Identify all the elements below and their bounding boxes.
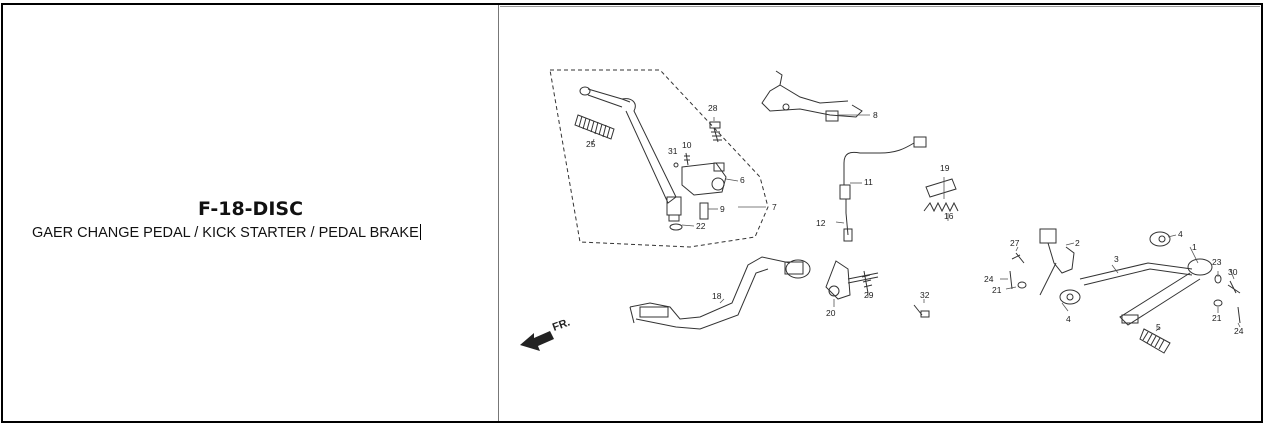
part-label-24b: 24	[1234, 326, 1244, 336]
part-label-31: 31	[668, 146, 678, 156]
bolt-30	[1227, 280, 1241, 294]
part-label-6: 6	[740, 175, 745, 185]
part-label-21a: 21	[992, 285, 1002, 295]
front-direction-arrow: FR.	[520, 316, 572, 351]
clip-24b	[1237, 306, 1241, 324]
part-label-4b: 4	[1066, 314, 1071, 324]
spring-16	[923, 201, 959, 213]
part-label-5: 5	[1156, 322, 1161, 332]
part-label-12: 12	[816, 218, 826, 228]
page-subtitle: GAER CHANGE PEDAL / KICK STARTER / PEDAL…	[32, 224, 421, 241]
panel-divider	[498, 5, 499, 421]
part-label-21b: 21	[1212, 313, 1222, 323]
part-label-3: 3	[1114, 254, 1119, 264]
part-label-22: 22	[696, 221, 706, 231]
joint-4-upper	[1149, 231, 1171, 247]
part-label-4a: 4	[1178, 229, 1183, 239]
part-label-8: 8	[873, 110, 878, 120]
washer-21a	[1017, 281, 1027, 289]
kick-pin	[699, 202, 709, 220]
bracket-8	[761, 70, 863, 122]
part-label-9: 9	[720, 204, 725, 214]
text-cursor	[419, 224, 421, 240]
part-label-27: 27	[1010, 238, 1020, 248]
diagram-top-rule	[500, 6, 1260, 7]
sleeve-19	[925, 178, 957, 198]
part-label-10: 10	[682, 140, 692, 150]
part-label-25: 25	[586, 139, 596, 149]
direction-arrow-icon	[520, 331, 554, 351]
pedal-rubber-5	[1139, 328, 1171, 354]
page-title: F-18-DISC	[197, 198, 304, 220]
bolt-27	[1011, 252, 1025, 264]
part-label-19: 19	[940, 163, 950, 173]
outer-frame	[1, 3, 1263, 423]
part-label-32: 32	[920, 290, 930, 300]
parts-diagram: FR. 25 28 31 10 6 9 7 22 8 11 12 19 16 1…	[520, 69, 1244, 354]
part-label-2: 2	[1075, 238, 1080, 248]
part-number-labels: 25 28 31 10 6 9 7 22 8 11 12 19 16 18 29…	[586, 103, 1244, 336]
bolt-28	[709, 121, 722, 143]
part-label-29: 29	[864, 290, 874, 300]
part-label-24a: 24	[984, 274, 994, 284]
part-label-30: 30	[1228, 267, 1238, 277]
part-label-18: 18	[712, 291, 722, 301]
change-pedal-1	[1119, 258, 1213, 326]
kick-starter-group-outline	[549, 69, 769, 248]
joint-4-lower	[1059, 289, 1081, 305]
part-label-1: 1	[1192, 242, 1197, 252]
part-label-16: 16	[944, 211, 954, 221]
subtitle-text: GAER CHANGE PEDAL / KICK STARTER / PEDAL…	[32, 225, 419, 241]
washer-22	[669, 223, 683, 231]
part-label-7: 7	[772, 202, 777, 212]
kick-joint	[681, 162, 727, 196]
spring-10	[684, 152, 690, 166]
kick-grip-rubber	[574, 114, 615, 140]
title-panel: F-18-DISC GAER CHANGE PEDAL / KICK START…	[3, 5, 498, 421]
kick-starter-arm	[579, 86, 682, 222]
part-label-11: 11	[864, 177, 873, 187]
brake-pedal-18	[629, 256, 811, 330]
part-label-20: 20	[826, 308, 836, 318]
rod-3	[1079, 262, 1193, 286]
direction-label: FR.	[551, 316, 572, 333]
gear-change-shaft-2	[1039, 228, 1075, 296]
bolt-32	[913, 304, 930, 318]
leader-lines	[591, 114, 1241, 332]
part-label-23: 23	[1212, 257, 1222, 267]
stop-switch	[839, 136, 927, 242]
washer-21b	[1213, 299, 1223, 307]
brake-arm-20	[825, 260, 879, 300]
part-label-28: 28	[708, 103, 718, 113]
clip-31	[673, 162, 679, 168]
bolt-29	[861, 270, 873, 294]
clip-24a	[1009, 270, 1013, 290]
